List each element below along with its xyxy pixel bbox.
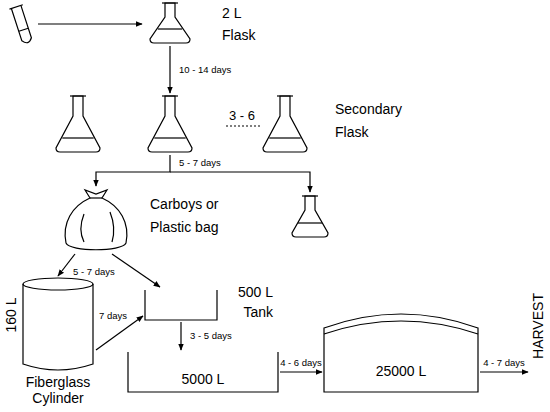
tank-outline [324, 308, 478, 392]
test-tube [9, 5, 34, 45]
duration-label: 5 - 7 days [178, 157, 222, 169]
node-label: Fiberglass Cylinder [13, 374, 103, 406]
duration-label: 4 - 6 days [279, 357, 323, 369]
plastic-bag: Carboys or Plastic bag [60, 188, 132, 253]
node-label: 500 L Tank [225, 282, 273, 322]
duration-label: 7 days [98, 310, 128, 322]
duration-label: 5 - 7 days [72, 266, 116, 278]
count-label: 3 - 6 [229, 108, 255, 124]
flask: 2 L Flask [148, 2, 192, 44]
node-label: Secondary Flask [335, 98, 411, 144]
flow-arrow [180, 322, 181, 350]
duration-label: 10 - 14 days [178, 64, 232, 76]
flow-arrow [96, 155, 170, 186]
node-label: 5000 L [128, 370, 278, 388]
duration-label: 3 - 5 days [189, 330, 233, 342]
duration-label: 4 - 7 days [482, 357, 526, 369]
flow-arrow [280, 371, 322, 372]
tank: 500 L Tank [145, 290, 217, 320]
flow-arrow [480, 371, 528, 372]
node-label: Carboys or Plastic bag [150, 193, 232, 239]
flask-group-outline [50, 95, 310, 153]
harvest-step: HARVEST [530, 268, 546, 384]
node-label: 2 L Flask [222, 2, 268, 46]
flow-arrow [112, 254, 160, 287]
tank-outline [145, 290, 217, 320]
fiberglass-cylinder-outline [22, 278, 94, 372]
tank: 25000 L [324, 308, 478, 392]
split-branch [170, 172, 310, 192]
dotted-range-line [226, 125, 262, 126]
node-label: HARVEST [529, 293, 547, 359]
flask-group: Secondary Flask [50, 95, 310, 153]
node-label: 160 L [2, 297, 20, 332]
inoculation-arrow [38, 23, 142, 24]
node-label: 25000 L [324, 362, 478, 380]
flask-outline [148, 2, 192, 44]
flow-arrow [169, 46, 170, 93]
fiberglass-cylinder: 160 LFiberglass Cylinder [22, 278, 94, 372]
small-flask [292, 196, 328, 237]
tank: 5000 L [128, 352, 278, 392]
plastic-bag-outline [60, 188, 132, 253]
